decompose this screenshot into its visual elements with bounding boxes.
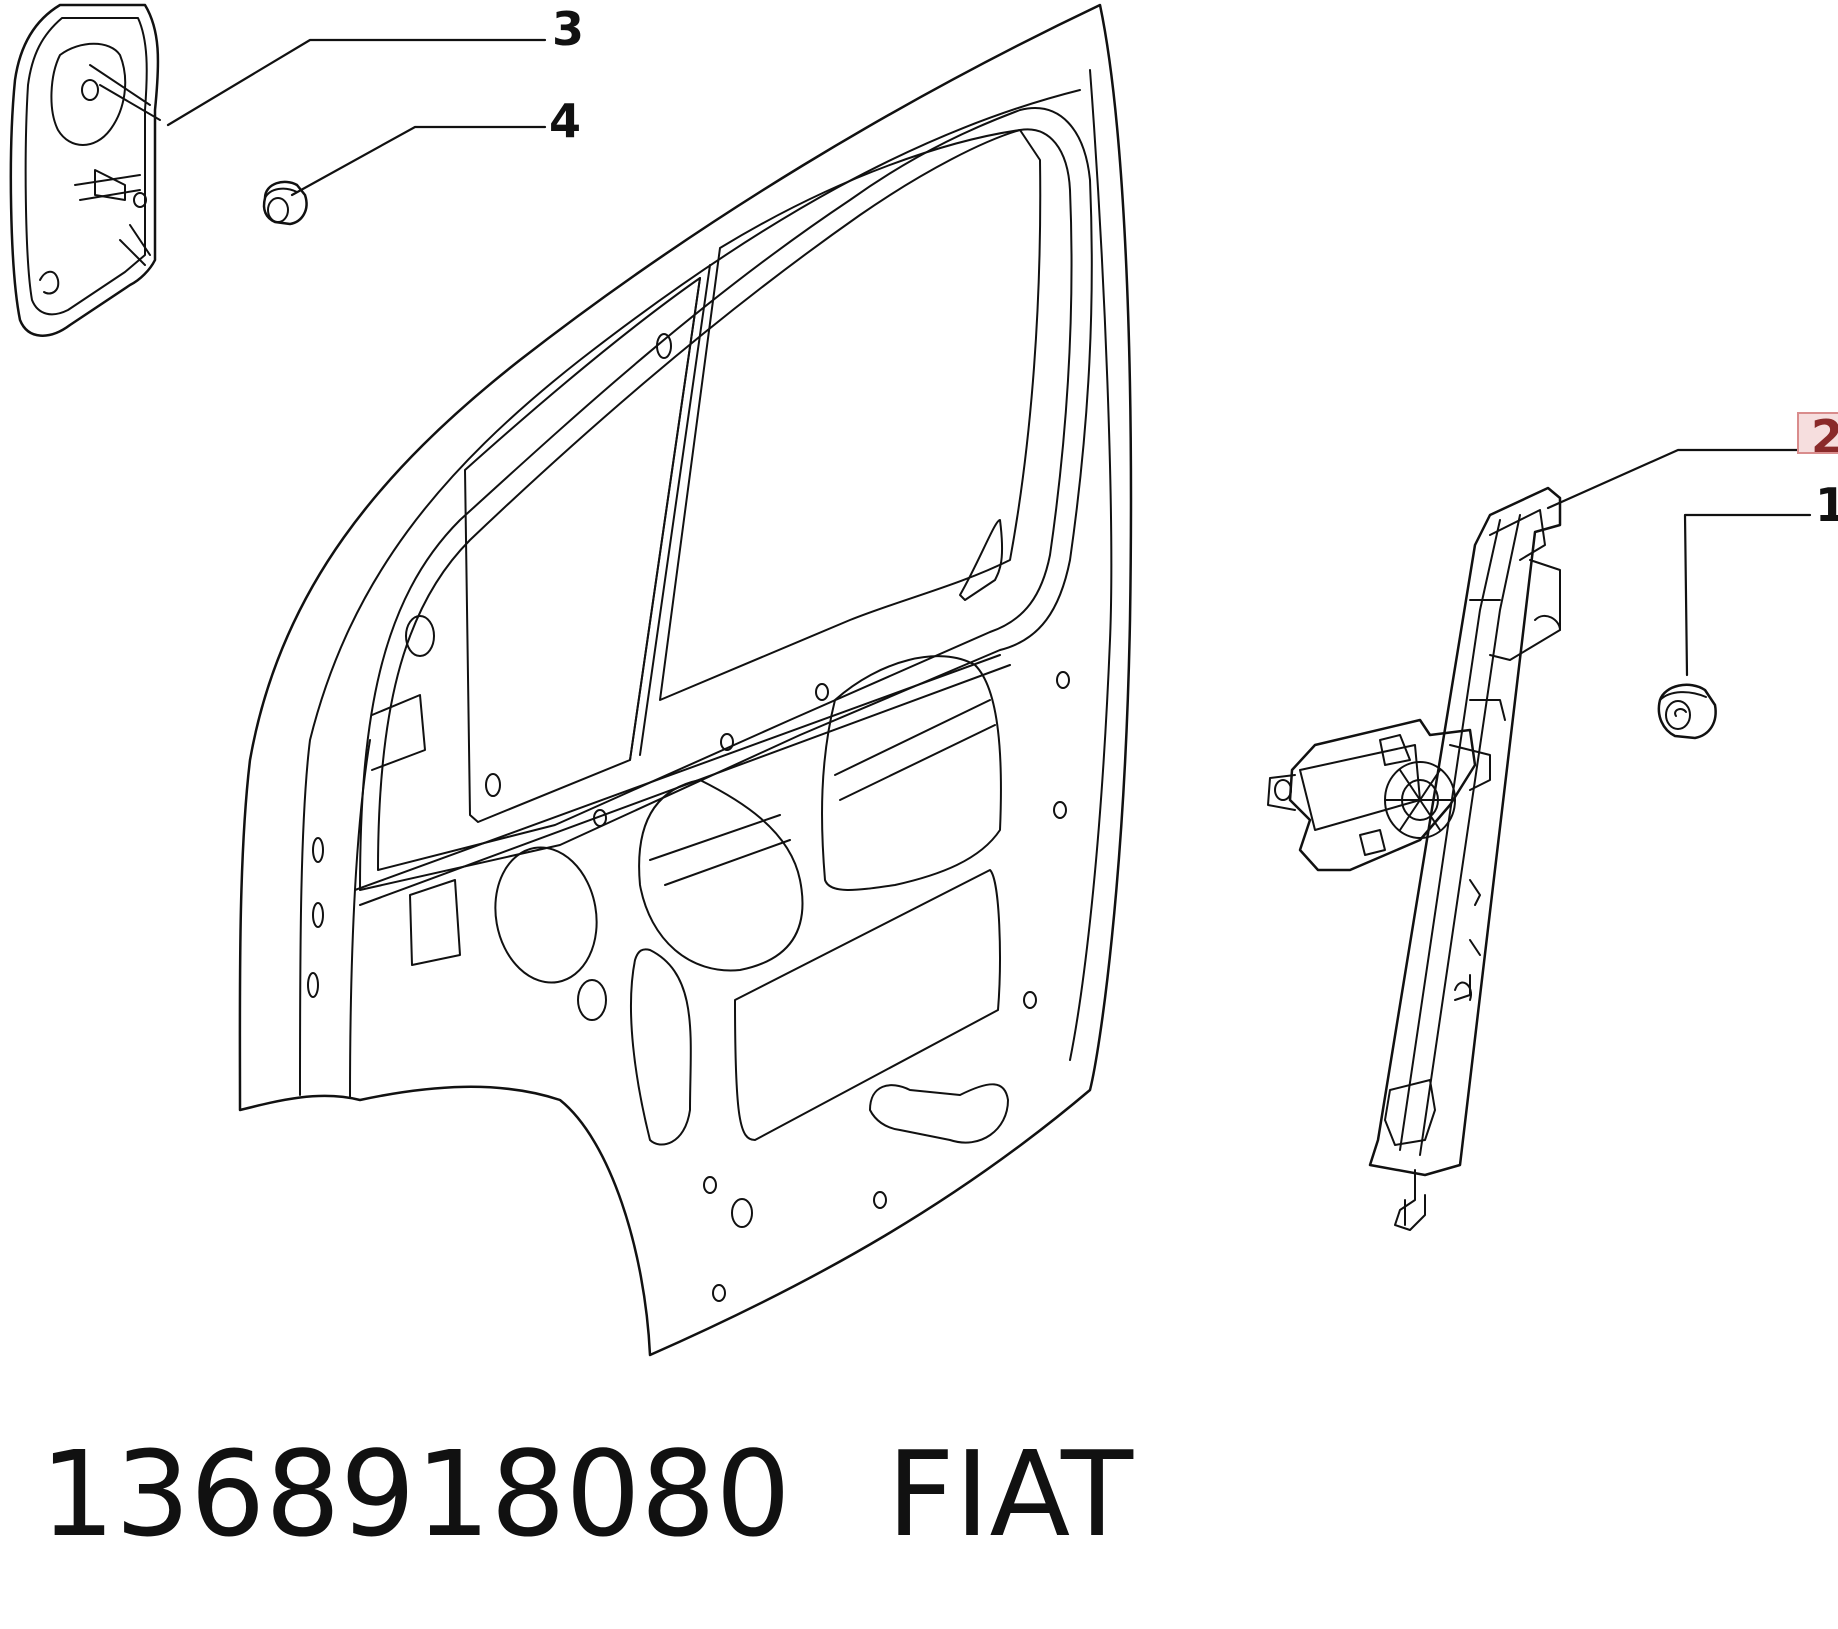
window-regulator-part-2 [1267, 486, 1562, 1231]
brand-name: FIAT [886, 1425, 1134, 1563]
nut-part-4 [262, 180, 308, 226]
leader-lines [166, 38, 1812, 677]
leader-line-4 [290, 125, 547, 197]
nut-part-1 [1657, 683, 1717, 740]
callout-1: 1 [1815, 478, 1838, 532]
part-number: 1368918080 [40, 1425, 791, 1563]
callout-3: 3 [552, 2, 585, 56]
callout-4: 4 [549, 94, 582, 148]
leader-line-1 [1683, 513, 1812, 677]
callout-2-highlighted[interactable]: 2 [1797, 412, 1838, 454]
door-panel [238, 3, 1133, 1357]
leader-line-2 [1546, 448, 1799, 510]
door-handle-bracket-part-3 [9, 3, 161, 337]
footer: 1368918080 FIAT [40, 1425, 1134, 1563]
leader-line-3 [166, 38, 547, 127]
